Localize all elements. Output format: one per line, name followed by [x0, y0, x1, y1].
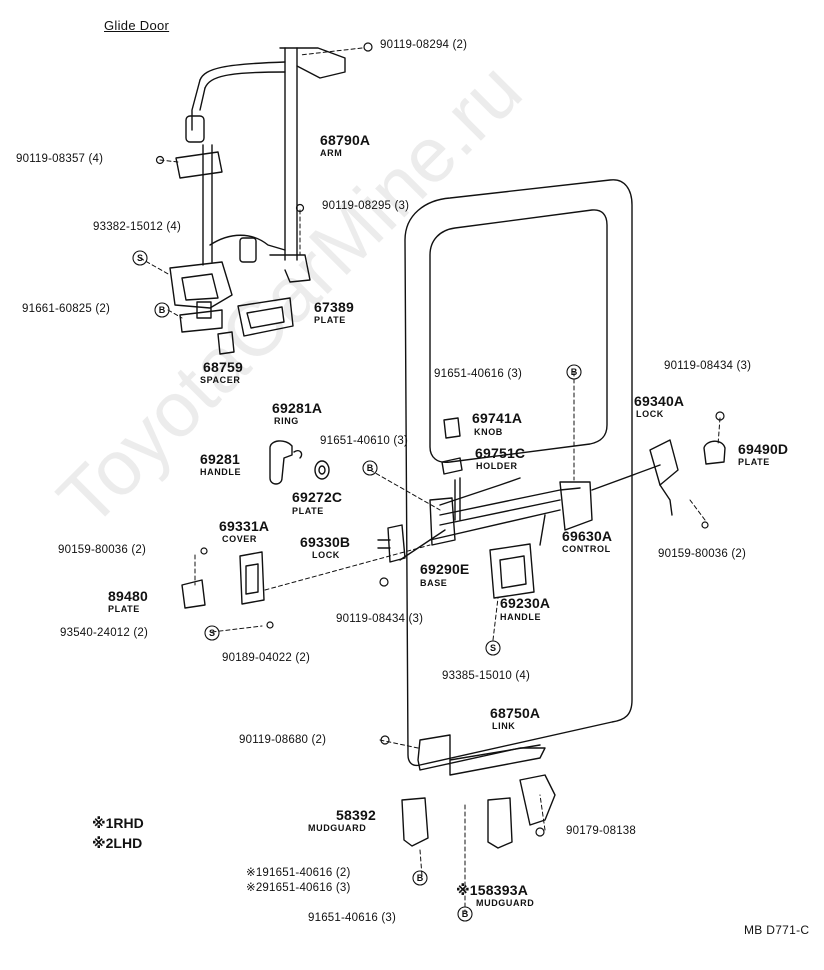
door-panel	[404, 179, 633, 767]
part-name: PLATE	[108, 604, 140, 614]
plate-67389	[237, 297, 294, 337]
svg-text:S: S	[209, 628, 215, 638]
knob-69741A	[443, 417, 461, 439]
part-name: SPACER	[200, 375, 241, 385]
part-name: CONTROL	[562, 544, 611, 554]
svg-text:S: S	[137, 253, 143, 263]
part-number: 68750A	[490, 705, 541, 721]
control-rods	[399, 464, 661, 561]
part-label: 93540-24012 (2)	[60, 627, 149, 639]
plate-89480	[181, 579, 206, 609]
svg-text:B: B	[159, 305, 166, 315]
part-label: 90119-08295 (3)	[322, 200, 410, 212]
handle-69230A	[489, 543, 535, 599]
part-label: 90119-08434 (3)	[664, 360, 752, 372]
part-label: 91651-40616 (3)	[308, 912, 397, 924]
part-name: LINK	[492, 721, 516, 731]
part-number: 69330B	[300, 534, 351, 550]
part-number: 69331A	[219, 518, 270, 534]
part-number: 58392	[336, 807, 376, 823]
part-label: 90179-08138	[566, 825, 636, 837]
part-name: KNOB	[474, 427, 503, 437]
diagram-code: MB D771-C	[744, 923, 810, 937]
part-number: 69230A	[500, 595, 551, 611]
part-label: 90189-04022 (2)	[222, 652, 311, 664]
part-label: ※291651-40616 (3)	[246, 882, 351, 894]
svg-text:B: B	[367, 463, 374, 473]
diagram-title: Glide Door	[104, 18, 170, 33]
part-number: 69272C	[292, 489, 343, 505]
lock-69330B	[377, 524, 406, 563]
part-name: MUDGUARD	[476, 898, 535, 908]
part-number: 67389	[314, 299, 354, 315]
part-name: MUDGUARD	[308, 823, 367, 833]
part-number: 69741A	[472, 410, 523, 426]
part-name: PLATE	[314, 315, 346, 325]
plate-69490D	[703, 440, 726, 465]
part-number: 69281A	[272, 400, 323, 416]
part-label: 93385-15010 (4)	[442, 670, 531, 682]
part-name: ARM	[320, 148, 343, 158]
svg-text:B: B	[571, 367, 578, 377]
part-label: 91661-60825 (2)	[22, 303, 111, 315]
part-number: ※158393A	[456, 882, 529, 898]
part-number: 69340A	[634, 393, 685, 409]
part-number: 69751C	[475, 445, 526, 461]
base-69290E	[429, 497, 456, 546]
legend-lhd: ※2LHD	[92, 835, 143, 851]
part-label: ※191651-40616 (2)	[246, 867, 351, 879]
part-name: HOLDER	[476, 461, 518, 471]
part-label: 90159-80036 (2)	[58, 544, 147, 556]
handle-69281	[269, 440, 293, 485]
part-name: COVER	[222, 534, 258, 544]
part-number: 68790A	[320, 132, 371, 148]
part-name: HANDLE	[500, 612, 542, 622]
part-number: 69281	[200, 451, 240, 467]
spacer-68759	[217, 331, 235, 355]
link-68750A	[417, 734, 546, 776]
part-number: 69630A	[562, 528, 613, 544]
holder-69751C	[441, 457, 463, 475]
part-number: 68759	[203, 359, 243, 375]
part-name: LOCK	[636, 409, 664, 419]
svg-text:B: B	[462, 909, 469, 919]
lock-69340A	[649, 439, 679, 486]
arm-assembly	[169, 47, 346, 333]
svg-text:S: S	[490, 643, 496, 653]
part-name: PLATE	[738, 457, 770, 467]
plate-69272C	[314, 460, 330, 480]
part-name: PLATE	[292, 506, 324, 516]
mudguard-58393A	[487, 797, 513, 849]
part-number: 69290E	[420, 561, 470, 577]
part-label: 91651-40616 (3)	[434, 368, 523, 380]
cover-69331A	[239, 551, 265, 605]
part-number: 89480	[108, 588, 148, 604]
part-label: 90119-08294 (2)	[380, 39, 468, 51]
svg-text:B: B	[417, 873, 424, 883]
part-name: LOCK	[312, 550, 340, 560]
part-label: 93382-15012 (4)	[93, 221, 182, 233]
part-label: 90119-08357 (4)	[16, 153, 104, 165]
part-name: RING	[274, 416, 299, 426]
part-label: 90159-80036 (2)	[658, 548, 747, 560]
part-label: 90119-08680 (2)	[239, 734, 327, 746]
part-number: 69490D	[738, 441, 789, 457]
part-name: HANDLE	[200, 467, 242, 477]
legend-rhd: ※1RHD	[92, 815, 144, 831]
part-label: 91651-40610 (3)	[320, 435, 409, 447]
part-label: 90119-08434 (3)	[336, 613, 424, 625]
part-name: BASE	[420, 578, 448, 588]
mudguard-58392	[401, 797, 429, 847]
